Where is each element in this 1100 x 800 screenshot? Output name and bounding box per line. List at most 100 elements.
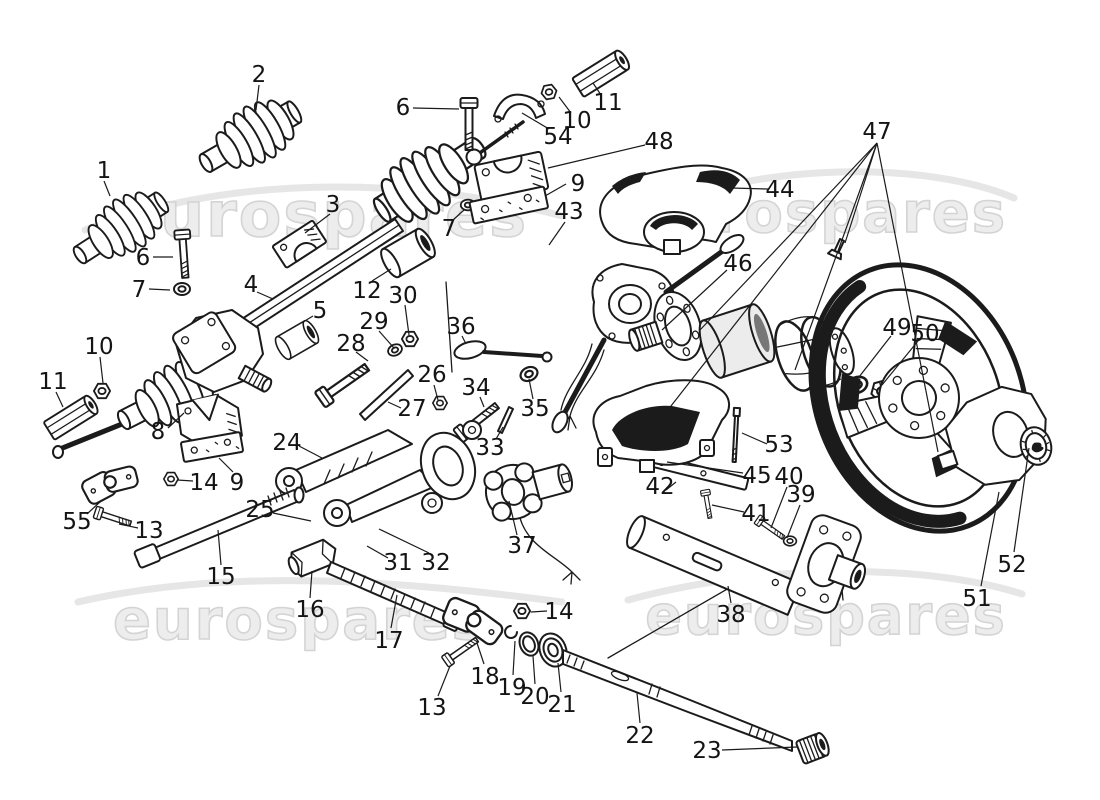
part-label-49: 49	[882, 315, 911, 341]
part-label-10: 10	[84, 334, 113, 360]
u-joint-55	[78, 456, 145, 511]
column-support-bracket-24	[275, 420, 482, 527]
bolt-6-left	[173, 228, 195, 280]
leader-line-14	[530, 610, 548, 613]
leader-line-13	[437, 665, 451, 697]
nut-10-left	[93, 382, 111, 400]
steering-rack-assembly	[52, 116, 525, 459]
rubber-damper	[698, 303, 776, 379]
part-label-27: 27	[397, 396, 426, 422]
part-label-41: 41	[741, 501, 770, 527]
part-label-6: 6	[396, 95, 411, 121]
part-label-5: 5	[313, 298, 328, 324]
bolt-53	[731, 406, 741, 464]
part-label-37: 37	[507, 533, 536, 559]
part-label-36: 36	[446, 314, 475, 340]
leader-line-53	[741, 432, 768, 445]
part-label-20: 20	[520, 684, 549, 710]
part-label-48: 48	[644, 129, 673, 155]
leader-line-30	[404, 304, 410, 336]
part-label-6: 6	[136, 245, 151, 271]
watermark-swoosh	[74, 577, 566, 606]
part-label-44: 44	[765, 177, 794, 203]
bolt-28	[313, 358, 374, 409]
part-label-25: 25	[245, 497, 274, 523]
part-label-34: 34	[461, 375, 490, 401]
flex-coupling-37	[483, 462, 573, 522]
column-shaft-22	[562, 649, 793, 752]
leader-line-9	[544, 183, 567, 197]
screw-41	[699, 488, 716, 520]
part-label-55: 55	[62, 509, 91, 535]
snap-ring-19	[504, 625, 518, 639]
leader-line-6	[412, 107, 460, 110]
leader-line-47	[844, 142, 878, 244]
leader-line-42	[665, 481, 677, 491]
part-label-53: 53	[764, 432, 793, 458]
rack-clamp-3	[272, 219, 327, 269]
part-label-46: 46	[723, 251, 752, 277]
part-label-14: 14	[189, 470, 218, 496]
leader-line-31	[366, 545, 389, 559]
plate-9-left	[180, 431, 244, 463]
leader-line-3	[304, 213, 331, 234]
leader-line-4	[256, 291, 274, 300]
leader-line-41	[711, 504, 745, 513]
leader-line-23	[721, 746, 798, 751]
nut-10-top	[539, 83, 559, 101]
part-label-39: 39	[786, 482, 815, 508]
leader-line-49	[858, 335, 892, 378]
part-label-13: 13	[417, 695, 446, 721]
leader-line-44	[730, 187, 769, 190]
leader-line-36	[461, 335, 467, 345]
rack-boot-2	[186, 83, 314, 192]
part-label-45: 45	[742, 463, 771, 489]
plate-9-top	[468, 185, 549, 225]
part-label-2: 2	[252, 62, 267, 88]
leader-line-10	[99, 356, 104, 384]
part-label-52: 52	[997, 552, 1026, 578]
part-label-16: 16	[295, 597, 324, 623]
part-label-31: 31	[383, 550, 412, 576]
leader-line-39	[786, 504, 801, 539]
part-label-9: 9	[571, 171, 586, 197]
leader-line-22	[636, 692, 641, 724]
part-label-13: 13	[134, 518, 163, 544]
leader-line-38	[727, 585, 732, 604]
part-label-11: 11	[593, 90, 622, 116]
part-label-43: 43	[554, 199, 583, 225]
washer-29	[385, 341, 405, 359]
leader-line-52	[1013, 447, 1030, 553]
leader-line-19	[512, 640, 516, 676]
part-label-23: 23	[692, 738, 721, 764]
rod-27	[359, 369, 414, 421]
leader-line-1	[103, 180, 111, 197]
leader-line-46	[661, 269, 728, 331]
leader-line-54	[521, 112, 550, 130]
leader-line-37	[508, 500, 518, 536]
leader-line-18	[476, 642, 485, 665]
watermark-text: eurospares	[113, 588, 487, 653]
leader-line-15	[217, 529, 222, 566]
leader-line-47	[699, 142, 878, 331]
leader-line-27	[387, 401, 402, 409]
part-label-38: 38	[716, 602, 745, 628]
knob-23	[795, 732, 830, 765]
part-label-1: 1	[97, 158, 112, 184]
washer-7-left	[173, 282, 191, 296]
spacer-11-left	[42, 392, 102, 441]
part-label-19: 19	[497, 675, 526, 701]
leader-line-17	[390, 594, 398, 629]
leader-line-8	[167, 412, 185, 429]
leader-line-47	[876, 142, 939, 453]
part-labels-layer: 1234567678991010111112131314141516171819…	[38, 62, 1030, 764]
part-label-10: 10	[562, 108, 591, 134]
part-label-15: 15	[206, 564, 235, 590]
leader-line-12	[371, 268, 392, 282]
leader-line-35	[528, 378, 534, 400]
leader-line-45	[666, 461, 744, 474]
horn-pad-51	[936, 385, 1047, 486]
column-tube-38	[626, 514, 867, 616]
